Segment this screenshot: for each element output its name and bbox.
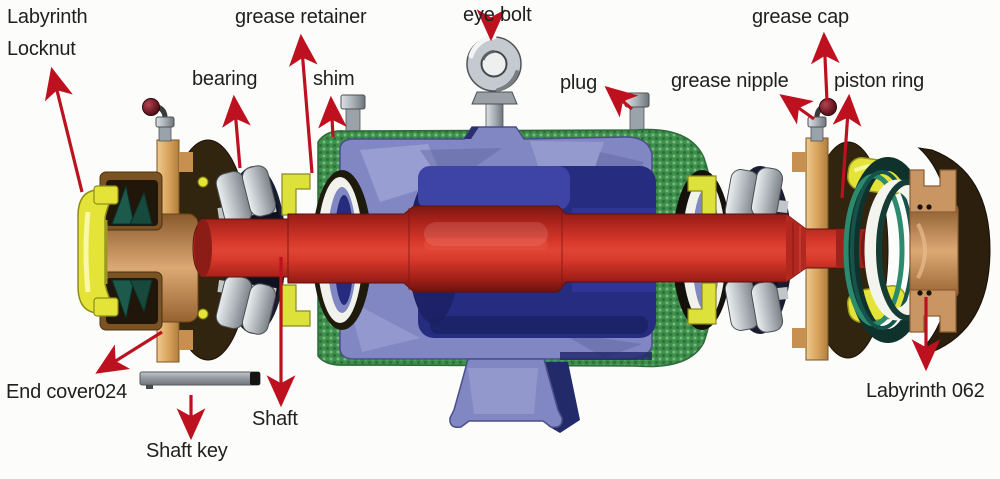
label-plug: plug (560, 72, 598, 94)
arrow-shim (318, 95, 347, 138)
label-shaft-key: Shaft key (146, 440, 228, 462)
seal-carrier-left (99, 171, 199, 331)
plug-left (340, 94, 366, 133)
housing-foot (449, 358, 563, 429)
plug (624, 92, 650, 131)
arrow-end-cover (95, 330, 163, 374)
label-end-cover: End cover024 (6, 381, 128, 403)
labyrinth-locknut (77, 185, 119, 317)
arrow-grease-cap (810, 31, 840, 102)
label-labyrinth-062: Labyrinth 062 (866, 380, 985, 402)
arrow-labyrinth-locknut (44, 66, 84, 193)
callout-arrows (44, 9, 941, 441)
label-shaft: Shaft (252, 408, 298, 430)
arrow-piston-ring (832, 93, 862, 199)
grease-fitting-right (807, 98, 837, 142)
label-shim: shim (313, 68, 355, 90)
label-labyrinth-line1: Labyrinth (7, 6, 88, 28)
arrow-grease-nipple (779, 94, 815, 125)
label-grease-retainer: grease retainer (235, 6, 367, 28)
arrow-grease-retainer (288, 33, 318, 174)
labyrinth-062 (909, 169, 959, 333)
label-grease-nipple: grease nipple (671, 70, 789, 92)
shaft (192, 205, 875, 293)
arrow-bearing (222, 94, 251, 169)
arrow-plug (604, 85, 639, 118)
label-eye-bolt: eye bolt (463, 4, 532, 26)
shaft-key (139, 371, 261, 389)
grease-fitting-left (142, 98, 175, 142)
label-labyrinth-line2: Locknut (7, 38, 76, 60)
label-bearing: bearing (192, 68, 258, 90)
label-grease-cap: grease cap (752, 6, 849, 28)
label-piston-ring: piston ring (834, 70, 925, 92)
eye-bolt (466, 34, 522, 141)
